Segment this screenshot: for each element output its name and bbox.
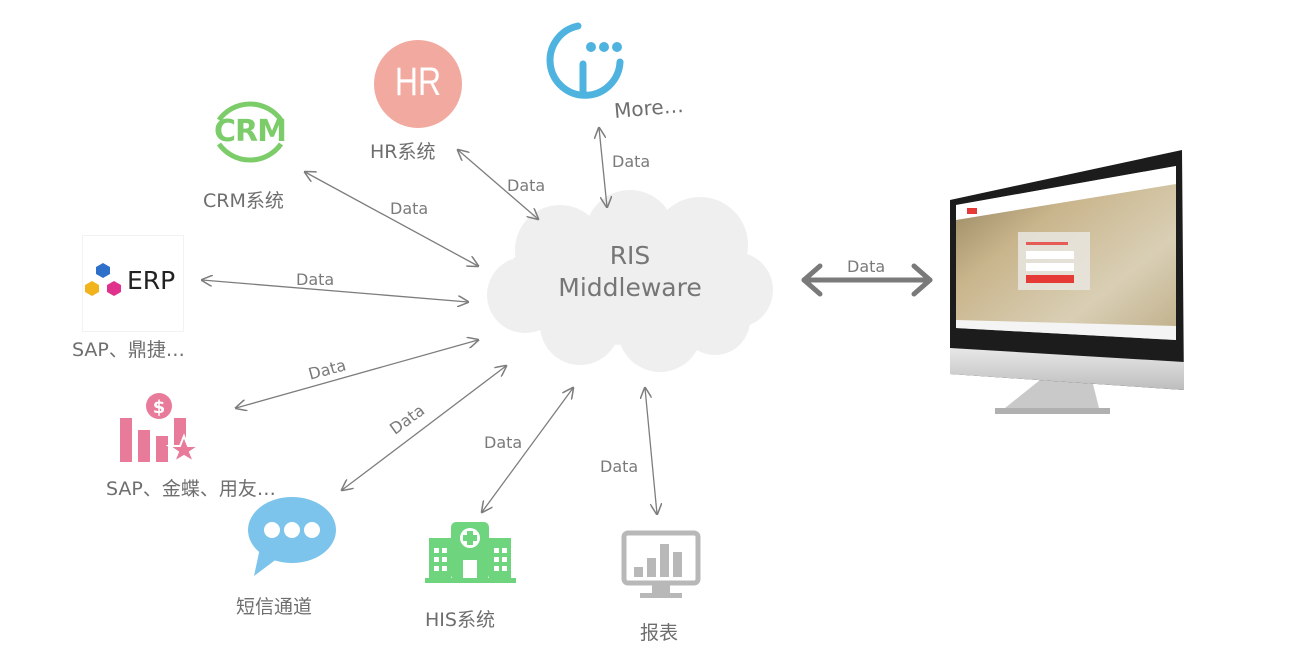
hospital-icon (425, 522, 516, 583)
edge-label-crm: Data (390, 199, 429, 218)
edge-erp (202, 280, 468, 302)
edge-label-erp: Data (296, 270, 335, 289)
erp-logo-text: ERP (127, 266, 176, 295)
node-hr-label: HR系统 (370, 141, 436, 163)
edge-crm (305, 172, 478, 266)
node-crm: CRM (205, 86, 295, 176)
node-report-label: 报表 (640, 622, 679, 644)
hr-logo-icon: HR (394, 60, 442, 104)
client-monitor (940, 150, 1190, 420)
node-hr: HR (374, 40, 462, 128)
edge-report (645, 388, 657, 514)
edge-finance (236, 340, 478, 408)
svg-text:$: $ (153, 397, 166, 418)
edge-label-hr: Data (507, 176, 546, 195)
node-more (540, 20, 630, 105)
middleware-title: RIS Middleware (500, 240, 760, 304)
chat-bubble-icon (248, 497, 336, 576)
node-sms-label: 短信通道 (236, 596, 313, 618)
finance-chart-icon: $ (120, 393, 203, 465)
middleware-title-line1: RIS (609, 241, 651, 270)
node-his-label: HIS系统 (425, 609, 495, 631)
middleware-cloud (487, 190, 773, 372)
edge-label-more: Data (612, 152, 651, 171)
edge-client (801, 263, 933, 297)
edge-label-report: Data (600, 457, 639, 476)
edge-his (482, 388, 573, 512)
node-report (620, 530, 704, 602)
edge-hr (458, 150, 538, 219)
crm-logo-icon (216, 101, 284, 163)
node-erp-label: SAP、鼎捷… (72, 339, 185, 361)
monitor-chart-icon (621, 530, 701, 598)
node-erp: ERP (82, 235, 184, 332)
node-his (423, 520, 518, 585)
crm-logo-text: CRM (214, 114, 287, 149)
node-finance-label: SAP、金蝶、用友… (106, 478, 276, 500)
edge-more (599, 128, 607, 207)
desktop-monitor-icon (950, 150, 1184, 414)
erp-logo-icon (85, 263, 121, 296)
node-finance: $ (118, 392, 208, 465)
middleware-title-line2: Middleware (558, 273, 702, 302)
node-sms (246, 496, 338, 578)
edge-label-his: Data (484, 433, 523, 452)
edge-label-client: Data (847, 257, 886, 276)
more-logo-icon (546, 22, 624, 99)
node-crm-label: CRM系统 (203, 190, 284, 212)
edge-sms (342, 366, 506, 490)
